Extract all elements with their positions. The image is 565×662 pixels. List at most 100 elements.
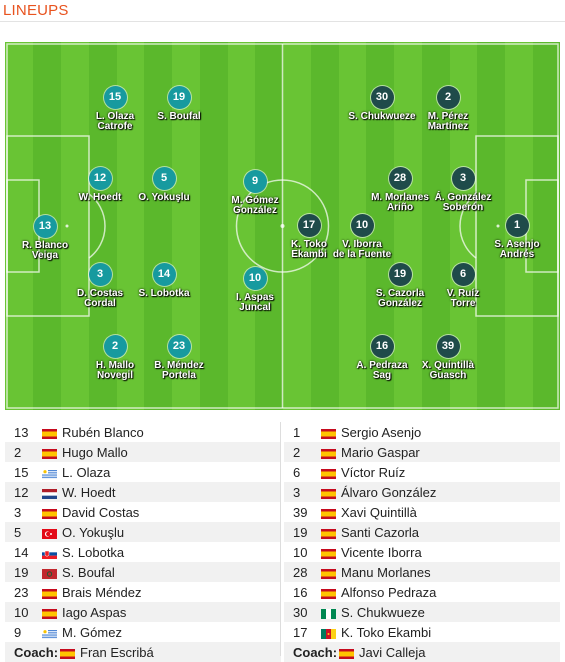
player-name[interactable]: Mario Gaspar [341, 445, 420, 460]
shirt-number: 17 [293, 625, 307, 640]
player-number-badge: 1 [506, 214, 529, 237]
uruguay-flag-icon [42, 467, 57, 477]
shirt-number: 16 [293, 585, 307, 600]
lineup-row[interactable]: 12 W. Hoedt [5, 482, 281, 502]
spain-flag-icon [42, 427, 57, 437]
column-divider [280, 422, 281, 656]
player-name[interactable]: Víctor Ruíz [341, 465, 405, 480]
lineup-row[interactable]: 14 S. Lobotka [5, 542, 281, 562]
shirt-number: 1 [293, 425, 300, 440]
lineup-row[interactable]: 15 L. Olaza [5, 462, 281, 482]
shirt-number: 10 [293, 545, 307, 560]
player-name[interactable]: Álvaro González [341, 485, 436, 500]
player-name[interactable]: S. Lobotka [62, 545, 124, 560]
spain-flag-icon [321, 427, 336, 437]
lineup-row[interactable]: 10 Vicente Iborra [284, 542, 560, 562]
player-name[interactable]: L. Olaza [62, 465, 110, 480]
shirt-number: 9 [14, 625, 21, 640]
player-number-badge: 9 [244, 170, 267, 193]
shirt-number: 2 [293, 445, 300, 460]
player-name[interactable]: Manu Morlanes [341, 565, 431, 580]
lineup-row[interactable]: 2 Mario Gaspar [284, 442, 560, 462]
lineup-row[interactable]: 28 Manu Morlanes [284, 562, 560, 582]
player-name[interactable]: K. Toko Ekambi [341, 625, 431, 640]
lineup-row[interactable]: 1 Sergio Asenjo [284, 422, 560, 442]
nigeria-flag-icon [321, 607, 336, 617]
player-name[interactable]: David Costas [62, 505, 139, 520]
spain-flag-icon [321, 447, 336, 457]
player-name[interactable]: Iago Aspas [62, 605, 126, 620]
lineup-row[interactable]: 16 Alfonso Pedraza [284, 582, 560, 602]
player-name-label: M. Gómez González [195, 196, 315, 216]
player-name[interactable]: Alfonso Pedraza [341, 585, 436, 600]
coach-name[interactable]: Fran Escribá [80, 645, 154, 660]
shirt-number: 19 [293, 525, 307, 540]
player-number-badge: 10 [351, 214, 374, 237]
player-name[interactable]: Vicente Iborra [341, 545, 422, 560]
spain-flag-icon [42, 607, 57, 617]
player-name-label: I. Aspas Juncal [195, 293, 315, 313]
home-player-marker[interactable]: 9 M. Gómez González [195, 170, 315, 216]
player-name-label: V. Ruíz Torre [403, 289, 523, 309]
player-name-label: B. Méndez Portela [119, 361, 239, 381]
slovakia-flag-icon [42, 547, 57, 557]
shirt-number: 28 [293, 565, 307, 580]
lineup-row[interactable]: 3 David Costas [5, 502, 281, 522]
lineup-row[interactable]: 19 Santi Cazorla [284, 522, 560, 542]
spain-flag-icon [321, 467, 336, 477]
away-player-marker[interactable]: 10 V. Iborra de la Fuente [302, 214, 422, 260]
shirt-number: 3 [14, 505, 21, 520]
player-name[interactable]: O. Yokuşlu [62, 525, 124, 540]
spain-flag-icon [42, 447, 57, 457]
player-number-badge: 14 [153, 263, 176, 286]
lineup-row[interactable]: 9 M. Gómez [5, 622, 281, 642]
player-name[interactable]: W. Hoedt [62, 485, 115, 500]
player-name[interactable]: Santi Cazorla [341, 525, 419, 540]
lineups-header: LINEUPS [0, 0, 565, 22]
shirt-number: 14 [14, 545, 28, 560]
player-name-label: V. Iborra de la Fuente [302, 240, 422, 260]
player-name[interactable]: Hugo Mallo [62, 445, 128, 460]
player-name[interactable]: S. Chukwueze [341, 605, 425, 620]
player-name[interactable]: S. Boufal [62, 565, 115, 580]
player-name-label: X. Quintillà Guasch [388, 361, 508, 381]
shirt-number: 15 [14, 465, 28, 480]
player-name[interactable]: M. Gómez [62, 625, 122, 640]
coach-label: Coach: [14, 645, 58, 660]
player-name[interactable]: Sergio Asenjo [341, 425, 421, 440]
coach-name[interactable]: Javi Calleja [359, 645, 425, 660]
lineup-row[interactable]: 3 Álvaro González [284, 482, 560, 502]
player-name[interactable]: Brais Méndez [62, 585, 141, 600]
spain-flag-icon [321, 487, 336, 497]
header-divider [0, 21, 565, 22]
section-title: LINEUPS [3, 2, 69, 19]
player-name[interactable]: Xavi Quintillà [341, 505, 417, 520]
cameroon-flag-icon [321, 627, 336, 637]
player-name[interactable]: Rubén Blanco [62, 425, 144, 440]
spain-flag-icon [321, 567, 336, 577]
shirt-number: 3 [293, 485, 300, 500]
lineup-row[interactable]: 17 K. Toko Ekambi [284, 622, 560, 642]
shirt-number: 12 [14, 485, 28, 500]
